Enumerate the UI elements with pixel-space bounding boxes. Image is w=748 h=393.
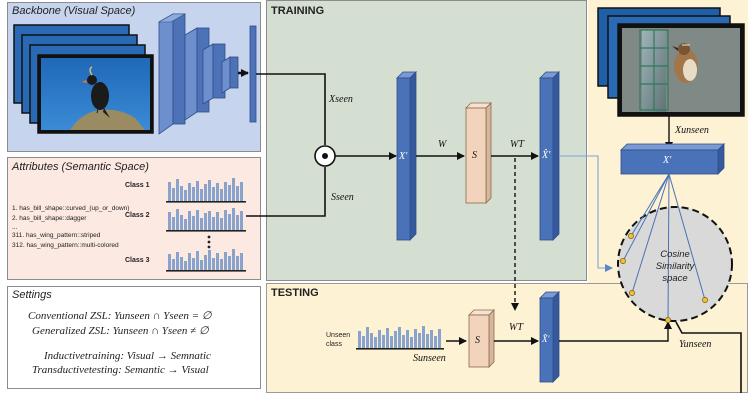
unseen-image-stack bbox=[597, 7, 745, 117]
class-2-bars bbox=[166, 208, 246, 232]
class-3-bars bbox=[166, 249, 246, 272]
settings-inductive: Inductivetraining: Visual → Semnatic bbox=[44, 350, 211, 362]
training-x-prime-block bbox=[396, 71, 417, 241]
label-testing-s: S bbox=[475, 335, 480, 346]
attribute-item: 1. has_bill_shape::curved_(up_or_down) bbox=[12, 205, 130, 212]
attribute-item: 311. has_wing_pattern::striped bbox=[12, 232, 101, 239]
backbone-title: Backbone (Visual Space) bbox=[12, 5, 136, 17]
generalized-label: Generalized ZSL: bbox=[32, 325, 110, 337]
class-2-label: Class 2 bbox=[125, 212, 150, 219]
label-x-seen: Xseen bbox=[329, 94, 353, 105]
class-3-label: Class 3 bbox=[125, 257, 150, 264]
label-training-w-t: WT bbox=[510, 139, 524, 150]
testing-to-cosine-line bbox=[559, 321, 672, 342]
settings-generalized: Generalized ZSL: Yunseen ∩ Yseen ≠ ∅ bbox=[32, 324, 209, 337]
label-testing-w-t: WT bbox=[509, 322, 523, 333]
attribute-item: 312. has_wing_pattern::multi-colored bbox=[12, 242, 119, 249]
label-training-s: S bbox=[472, 150, 477, 161]
settings-conventional: Conventional ZSL: Yunseen ∩ Yseen = ∅ bbox=[28, 309, 211, 322]
training-to-cosine-line bbox=[559, 155, 613, 272]
label-unseen-x-prime: X′ bbox=[663, 155, 672, 166]
attribute-item: ... bbox=[12, 224, 18, 231]
training-panel bbox=[266, 0, 587, 281]
settings-title: Settings bbox=[12, 289, 52, 301]
attribute-bars bbox=[166, 178, 246, 272]
label-testing-x-hat: X̂′ bbox=[542, 334, 550, 344]
label-y-unseen: Yunseen bbox=[679, 339, 712, 350]
class-prototype-points bbox=[620, 233, 708, 323]
testing-x-hat-block bbox=[539, 291, 560, 383]
similarity-rays bbox=[622, 173, 706, 321]
class-1-label: Class 1 bbox=[125, 182, 150, 189]
testing-s-block bbox=[468, 309, 495, 368]
training-title: TRAINING bbox=[271, 5, 325, 17]
settings-panel bbox=[7, 286, 261, 389]
class-1-bars bbox=[166, 178, 246, 203]
cnn-backbone bbox=[157, 13, 257, 135]
fusion-connectors bbox=[246, 73, 326, 217]
attribute-list: 1. has_bill_shape::curved_(up_or_down) 2… bbox=[12, 204, 129, 251]
training-s-block bbox=[465, 102, 492, 204]
label-training-x-prime: X′ bbox=[399, 151, 408, 162]
cosine-similarity-space bbox=[617, 206, 733, 322]
settings-transductive: Transductivetesting: Semantic → Visual bbox=[32, 364, 209, 376]
unseen-x-prime-block bbox=[620, 143, 725, 175]
generalized-formula: Yunseen ∩ Yseen ≠ ∅ bbox=[112, 325, 209, 337]
label-cosine-space: Cosine Similarity space bbox=[640, 249, 710, 285]
cosine-line-3: space bbox=[662, 273, 688, 284]
label-x-unseen: Xunseen bbox=[675, 125, 709, 136]
cosine-line-2: Similarity bbox=[655, 261, 695, 272]
label-s-unseen: Sunseen bbox=[413, 353, 446, 364]
training-x-hat-block bbox=[539, 71, 560, 241]
attributes-title: Attributes (Semantic Space) bbox=[12, 161, 149, 173]
backbone-image-stack bbox=[13, 24, 154, 134]
label-unseen-class: Unseen class bbox=[326, 332, 351, 348]
cosine-line-1: Cosine bbox=[660, 249, 690, 260]
bird-photo bbox=[82, 66, 110, 118]
attribute-item: 2. has_bill_shape::dagger bbox=[12, 215, 87, 222]
y-unseen-output-line bbox=[675, 321, 742, 393]
label-s-seen: Sseen bbox=[331, 192, 354, 203]
conventional-label: Conventional ZSL: bbox=[28, 310, 112, 322]
testing-title: TESTING bbox=[271, 287, 319, 299]
label-training-x-hat: X̂′ bbox=[542, 150, 551, 161]
conventional-formula: Yunseen ∩ Yseen = ∅ bbox=[114, 310, 212, 322]
label-w: W bbox=[438, 139, 447, 150]
unseen-bars bbox=[356, 326, 444, 350]
